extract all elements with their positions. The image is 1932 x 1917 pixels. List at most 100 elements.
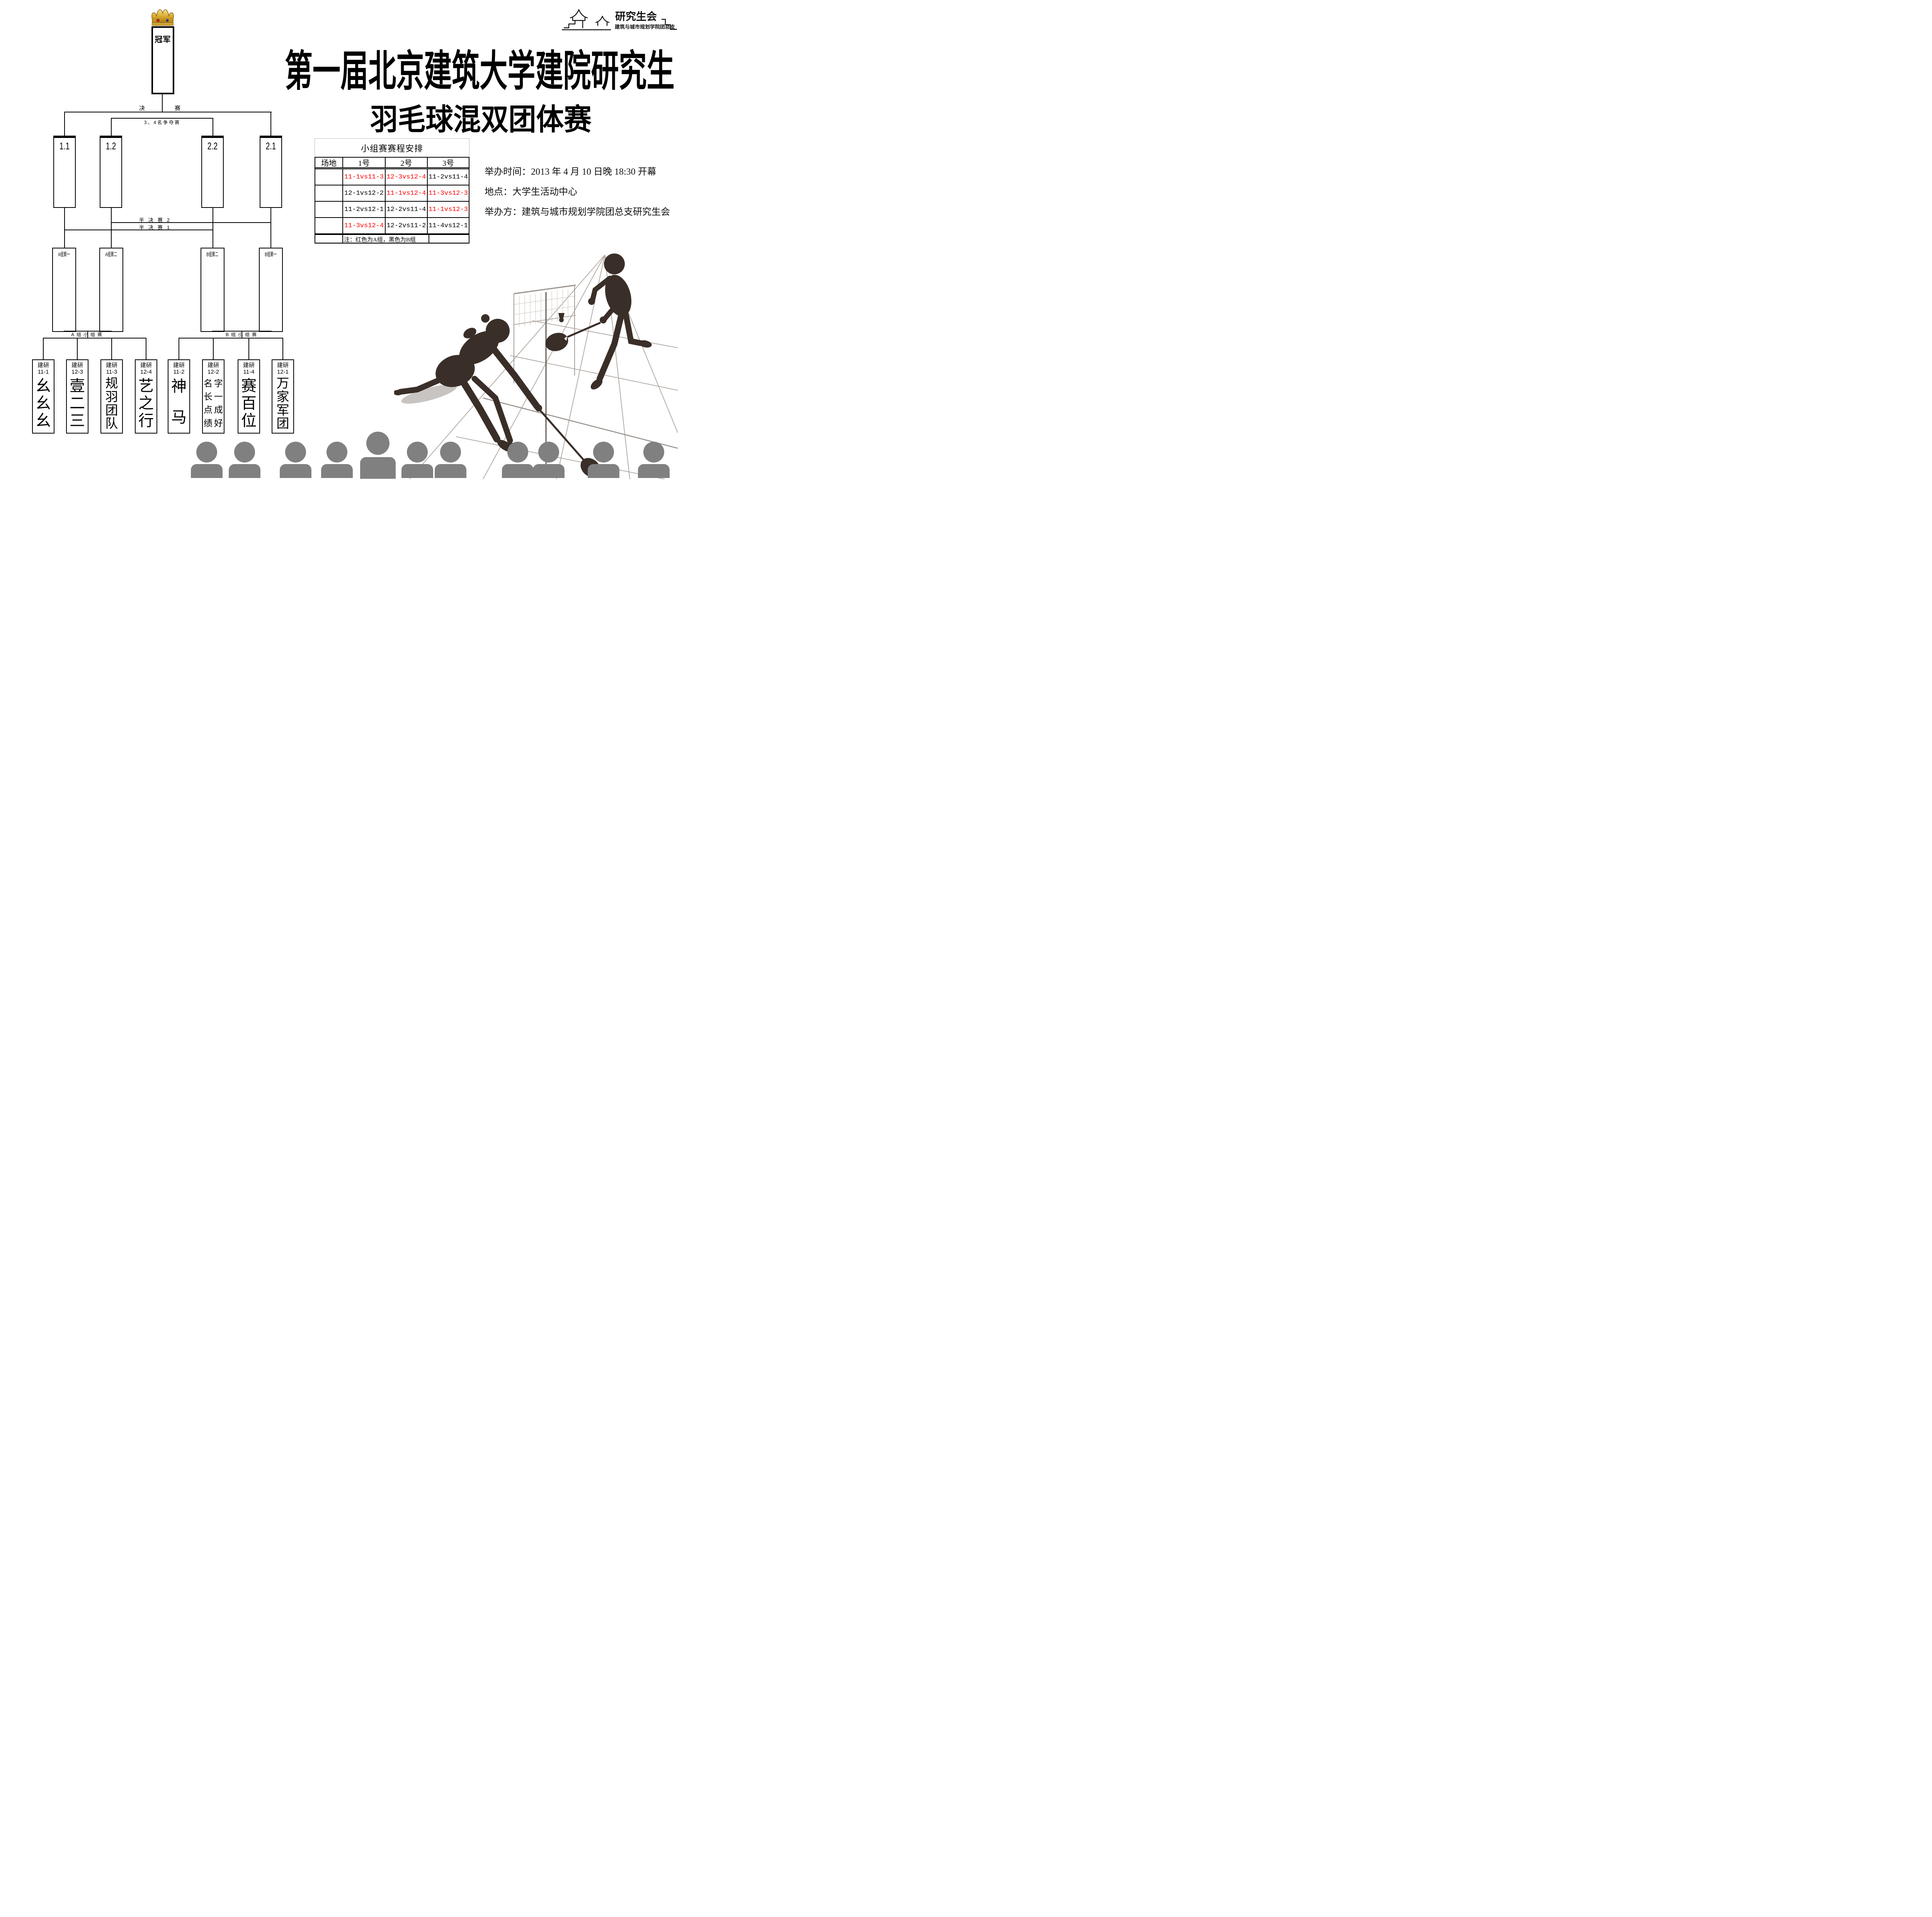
semifinal1-label: 半决赛1	[139, 225, 174, 230]
champion-box: 冠军	[151, 26, 174, 94]
player-right-back-leg	[623, 312, 644, 346]
audience-body	[191, 464, 223, 478]
schedule-row: 11-3vs12-4 12-2vs11-2 11-4vs12-1	[315, 218, 469, 234]
team-name: 名字长一点成绩好	[204, 378, 223, 428]
team-box: 建研 12-4 艺之行	[135, 359, 157, 434]
team-name: 艺之行	[138, 377, 154, 429]
player-left-back-foot	[394, 390, 403, 395]
schedule-note: 注：红色为A组，黑色为B组	[342, 235, 429, 243]
final-label-right: 赛	[175, 105, 181, 112]
audience-head	[196, 442, 217, 463]
schedule-grid: 场地 1号 2号 3号 11-1vs11-3 12-3vs12-4 11-2vs…	[315, 157, 469, 243]
court-front-service-line	[483, 397, 678, 449]
schedule-title: 小组赛赛程安排	[361, 143, 423, 153]
player-right-shoe	[590, 379, 603, 390]
player-right-racket-shaft	[565, 321, 601, 339]
bracket-line	[77, 338, 78, 359]
player-left-hand	[535, 405, 542, 412]
player-right-fist	[588, 298, 595, 305]
bracket-line	[162, 94, 163, 112]
logo-corner-bracket	[662, 19, 677, 30]
bracket-line	[270, 208, 271, 248]
qual-box-a1: A组第一	[52, 248, 76, 332]
player-left-arm	[488, 343, 541, 410]
player-left-front-leg	[460, 379, 500, 442]
player-right-silhouette	[545, 253, 652, 390]
match-cell: 11-2vs11-4	[427, 169, 469, 185]
bracket-line	[64, 208, 65, 248]
group-b-label: B组小组赛	[225, 332, 259, 337]
match-cell: 11-2vs12-1	[342, 202, 385, 217]
semifinal2-line	[111, 222, 271, 223]
badminton-court-illustration	[394, 253, 678, 479]
team-box: 建研 12-1 万家军团	[272, 359, 294, 434]
team-name: 壹二三	[70, 377, 85, 429]
player-left-back-leg	[397, 376, 444, 395]
schedule-col-header: 1号	[342, 158, 385, 167]
team-name: 神马	[171, 378, 187, 426]
bracket-line	[43, 338, 44, 359]
schedule-row: 12-1vs12-2 11-1vs12-4 11-3vs12-3	[315, 185, 469, 202]
poster-title-line1: 第一届北京建筑大学建院研究生	[285, 48, 675, 95]
team-name: 规羽团队	[105, 376, 118, 431]
bracket-line	[87, 332, 88, 338]
semifinal2-label: 半决赛2	[139, 217, 174, 223]
player-left-hair-bun	[481, 314, 490, 323]
player-right-back-shoe	[639, 340, 652, 348]
match-cell: 11-1vs12-3	[427, 202, 469, 217]
team-name: 幺幺幺	[36, 377, 51, 429]
team-box: 建研 12-3 壹二三	[66, 359, 88, 434]
player-right-hand	[600, 316, 607, 323]
team-box: 建研 12-2 名字长一点成绩好	[202, 359, 224, 434]
team-box: 建研 11-2 神马	[168, 359, 190, 434]
bracket-line	[64, 331, 112, 332]
player-right-left-arm	[590, 276, 612, 303]
slot-box-2-1: 2.1	[260, 136, 282, 208]
bracket-line	[64, 112, 65, 136]
logo-branch-label: 建筑与城市规划学院团总支	[615, 24, 675, 30]
match-cell: 11-3vs12-3	[427, 185, 469, 201]
shuttlecock	[558, 313, 565, 322]
player-left-racket-shaft	[539, 410, 585, 461]
info-place: 地点：大学生活动中心	[485, 187, 577, 197]
third-place-label: 3、4名争夺赛	[144, 120, 181, 125]
slot-box-1-2: 1.2	[100, 136, 122, 208]
schedule-col-header: 场地	[321, 159, 337, 167]
poster-title-line2: 羽毛球混双团体赛	[370, 103, 592, 136]
slot-box-1-1: 1.1	[53, 136, 76, 208]
match-cell: 11-3vs12-4	[342, 218, 385, 233]
team-box: 建研 11-3 规羽团队	[100, 359, 123, 434]
player-shadow	[401, 384, 457, 404]
third-place-line	[111, 118, 213, 119]
qual-box-b2: B组第二	[201, 248, 224, 332]
qual-box-b1: B组第一	[259, 248, 283, 332]
bracket-line	[270, 112, 271, 136]
match-cell: 12-2vs11-4	[385, 202, 427, 217]
bracket-line	[212, 331, 272, 332]
poster-page: 冠军 决 赛 3、4名争夺赛 半决赛2 半决赛1 A组小组赛 B组小组赛 1.1…	[0, 0, 678, 479]
schedule-col-header: 3号	[427, 158, 469, 167]
champion-label: 冠军	[155, 36, 171, 44]
bracket-line	[213, 338, 214, 359]
bracket-line	[248, 338, 249, 359]
grad-union-logo: 研究生会 建筑与城市规划学院团总支	[562, 9, 677, 31]
schedule-col-header: 2号	[385, 158, 427, 167]
slot-box-2-2: 2.2	[201, 136, 224, 208]
info-time: 举办时间：2013 年 4 月 10 日晚 18:30 开幕	[485, 167, 656, 177]
player-right-head	[604, 253, 625, 274]
final-label-left: 决	[139, 105, 145, 112]
player-right-racket-head	[545, 333, 568, 351]
match-cell: 11-4vs12-1	[427, 218, 469, 233]
match-cell: 12-3vs12-4	[385, 169, 427, 185]
match-cell: 11-1vs11-3	[342, 169, 385, 185]
schedule-row: 11-1vs11-3 12-3vs12-4 11-2vs11-4	[315, 169, 469, 185]
crown-icon	[151, 9, 174, 26]
group-a-label: A组小组赛	[71, 332, 104, 337]
logo-org-label: 研究生会	[615, 10, 657, 22]
bracket-line	[111, 338, 112, 359]
bracket-line	[282, 338, 283, 359]
player-right-front-leg	[597, 312, 624, 382]
bracket-line	[111, 208, 112, 248]
team-box: 建研 11-1 幺幺幺	[32, 359, 54, 434]
team-box: 建研 11-4 赛百位	[238, 359, 260, 434]
